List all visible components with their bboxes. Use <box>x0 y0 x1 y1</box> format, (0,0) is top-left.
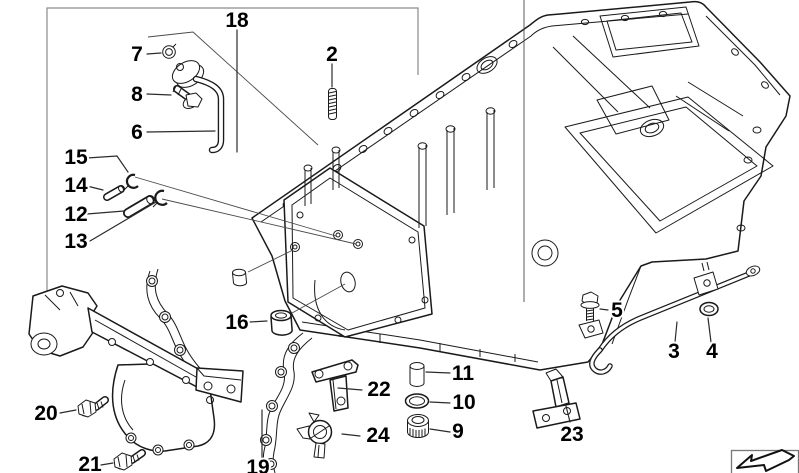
callout-label-9[interactable]: 9 <box>450 418 466 445</box>
part-8-bolt <box>172 85 203 109</box>
callout-label-8[interactable]: 8 <box>129 81 145 108</box>
part-3-guide-rod <box>578 261 761 375</box>
callout-label-3[interactable]: 3 <box>666 338 682 365</box>
part-13-clip <box>152 189 168 208</box>
part-11-dowel <box>409 362 425 387</box>
part-9-drain-plug <box>407 414 429 438</box>
callout-label-10[interactable]: 10 <box>450 389 477 416</box>
part-2-stud <box>328 88 337 120</box>
callout-label-18[interactable]: 18 <box>223 7 251 34</box>
next-diagram-arrow[interactable] <box>730 449 799 473</box>
part-22-bracket <box>311 359 359 412</box>
part-12-pin <box>123 195 155 218</box>
page-forward-arrow-icon[interactable] <box>736 449 795 472</box>
callout-label-19[interactable]: 19 <box>244 454 271 473</box>
callout-label-7[interactable]: 7 <box>129 41 145 68</box>
callout-label-16[interactable]: 16 <box>223 309 250 336</box>
part-24-clamp <box>296 412 333 459</box>
callout-label-23[interactable]: 23 <box>558 421 585 448</box>
callout-label-21[interactable]: 21 <box>76 451 104 473</box>
callout-label-20[interactable]: 20 <box>32 400 59 427</box>
leader-lines <box>59 29 712 466</box>
callout-label-22[interactable]: 22 <box>365 376 392 403</box>
callout-label-11[interactable]: 11 <box>450 360 477 387</box>
part-4-seal-ring <box>699 301 719 317</box>
part-5-bolt <box>580 291 600 321</box>
callout-label-13[interactable]: 13 <box>62 228 89 255</box>
part-20-bolt <box>77 396 109 418</box>
pan-front-face <box>283 107 496 338</box>
part-21-bolt <box>113 449 146 471</box>
callout-label-12[interactable]: 12 <box>62 201 89 228</box>
callout-label-24[interactable]: 24 <box>364 422 392 449</box>
callout-frame <box>46 7 419 295</box>
callout-label-4[interactable]: 4 <box>704 338 720 365</box>
part-16-bushing <box>232 268 293 336</box>
reference-lines <box>134 0 525 314</box>
callout-label-15[interactable]: 15 <box>62 144 90 171</box>
callout-label-5[interactable]: 5 <box>609 297 625 324</box>
support-bracket <box>28 285 244 403</box>
part-23-bracket <box>532 368 581 429</box>
part-10-o-ring <box>404 393 430 409</box>
pan-interior-detail <box>301 6 774 363</box>
callout-labels: 18 2 7 8 6 15 14 12 13 16 20 21 19 22 24… <box>32 7 720 473</box>
callout-label-6[interactable]: 6 <box>129 119 145 146</box>
callout-label-2[interactable]: 2 <box>324 41 340 68</box>
rim-bosses <box>476 56 665 138</box>
front-cover-dome <box>111 362 216 456</box>
part-14-pin <box>103 185 125 201</box>
oil-pan-drawing <box>251 0 791 371</box>
callout-label-14[interactable]: 14 <box>62 172 90 199</box>
part-7-washer <box>162 43 177 59</box>
part-6-pipe <box>171 60 225 154</box>
